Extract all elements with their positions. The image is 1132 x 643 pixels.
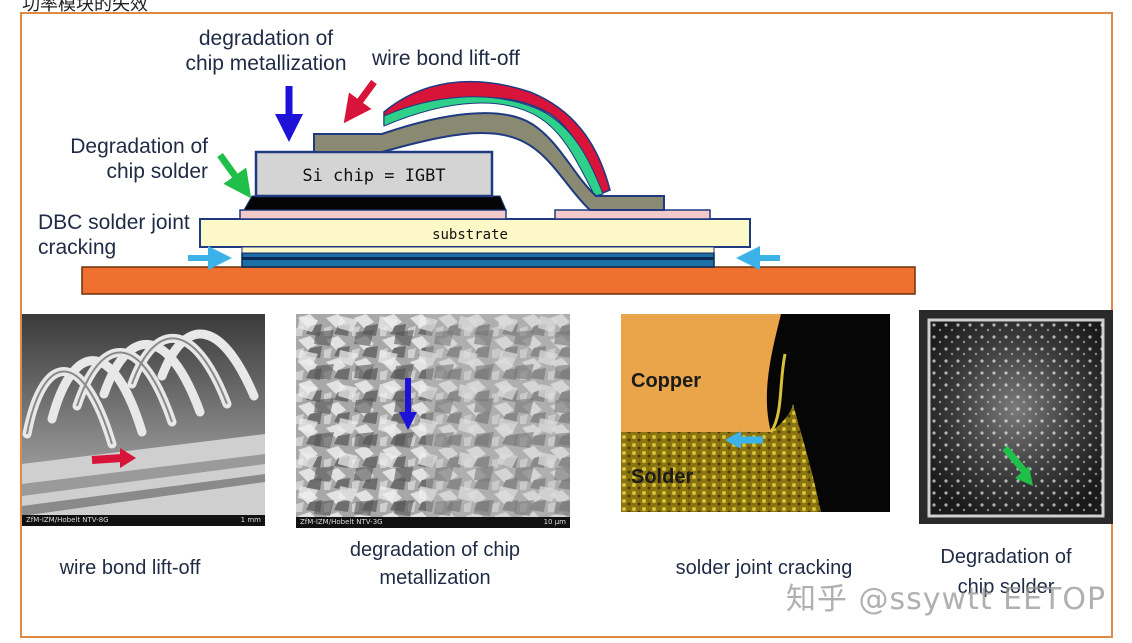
- wire-bond-arrow: [343, 79, 377, 124]
- chip-solder-arrow: [217, 152, 252, 199]
- chip-label: Si chip = IGBT: [302, 166, 445, 186]
- scalebar-metallization: ZfM-IZM/Hobelt NTV-3G 10 μm: [296, 517, 570, 528]
- power-module-cross-section: substrate Si chip = IGBT: [81, 79, 916, 295]
- label-chip-solder: Degradation of chip solder: [70, 135, 208, 183]
- header-crop-text: 功率模块的失效: [22, 0, 148, 15]
- copper-label: Copper: [631, 370, 701, 392]
- caption-metallization: degradation of chip metallization: [349, 539, 521, 589]
- chip-solder-layer: [243, 195, 507, 211]
- scalebar-metallization-scale: 10 μm: [543, 518, 566, 526]
- wire-bond: [313, 112, 665, 211]
- copper-pad-left: [239, 209, 507, 220]
- photo-solder-joint: Copper Solder: [621, 314, 890, 512]
- label-wire-bond: wire bond lift-off: [372, 47, 520, 70]
- caption-chip-solder: Degradation of chip solder: [940, 546, 1072, 598]
- caption-solder-joint: solder joint cracking: [675, 557, 853, 579]
- caption-wire-bond: wire bond lift-off: [59, 557, 201, 579]
- photo-wire-bond: ZfM-IZM/Hobelt NTV-8G 1 mm: [22, 314, 265, 526]
- scalebar-metallization-source: ZfM-IZM/Hobelt NTV-3G: [300, 518, 383, 526]
- si-chip: [254, 150, 494, 198]
- scalebar-wire-bond-scale: 1 mm: [240, 516, 261, 524]
- copper-pad-right: [554, 209, 711, 220]
- label-chip-metallization: degradation of chip metallization: [185, 27, 347, 75]
- substrate-label: substrate: [432, 227, 508, 243]
- photo-chip-solder: [919, 310, 1113, 524]
- label-dbc-solder: DBC solder joint cracking: [38, 211, 190, 259]
- scalebar-wire-bond-source: ZfM-IZM/Hobelt NTV-8G: [26, 516, 109, 524]
- wire-bond-lifted-green: [383, 96, 604, 197]
- solder-label: Solder: [631, 466, 694, 488]
- watermark: 知乎 @ssywtt EETOP: [786, 582, 1107, 617]
- baseplate: [81, 266, 916, 295]
- substrate-layer: [199, 218, 751, 248]
- photo-metallization: ZfM-IZM/Hobelt NTV-3G 10 μm: [296, 314, 570, 528]
- scalebar-wire-bond: ZfM-IZM/Hobelt NTV-8G 1 mm: [22, 515, 265, 526]
